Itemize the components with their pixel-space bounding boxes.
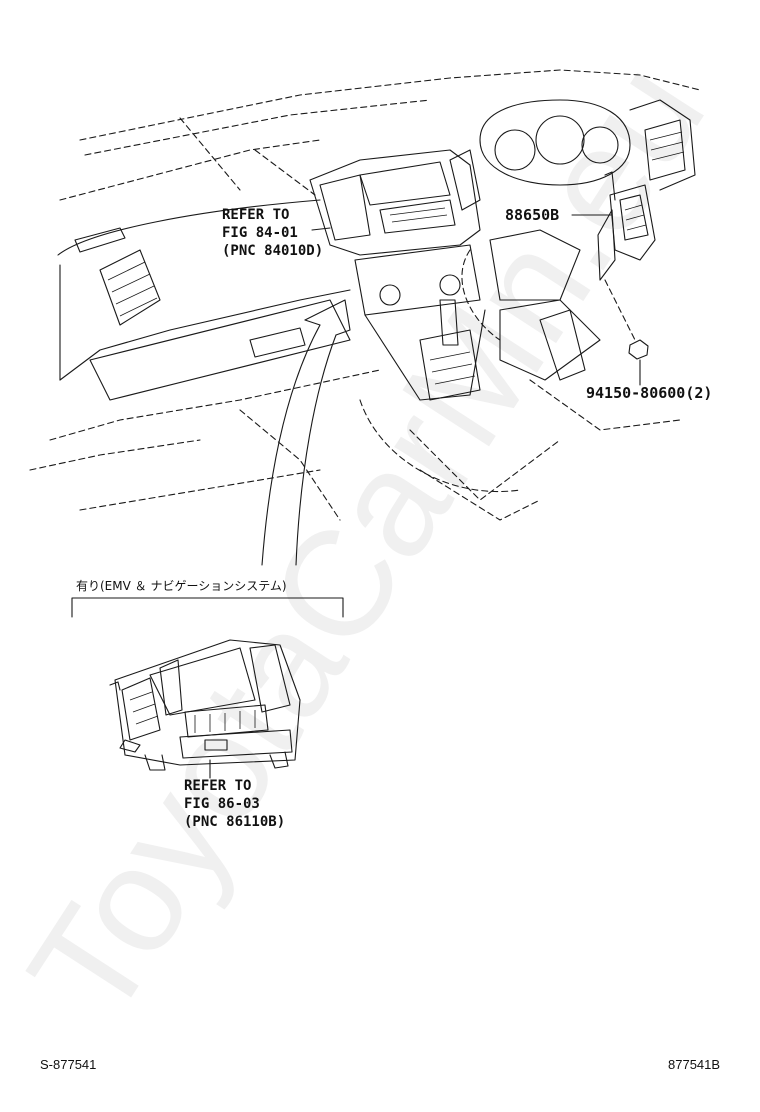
option-refer-line1: REFER TO (184, 778, 251, 794)
option-refer-line2: FIG 86-03 (184, 796, 260, 812)
main-refer-line3: (PNC 84010D) (222, 243, 323, 259)
watermark-text: ToyotaCarMn.eu (0, 33, 736, 1047)
main-refer-line1: REFER TO (222, 207, 289, 223)
dashboard-illustration (29, 69, 701, 521)
footer-left-code: S-877541 (40, 1057, 96, 1072)
option-center-panel (109, 639, 301, 779)
option-refer-line3: (PNC 86110B) (184, 814, 285, 830)
instrument-cluster (479, 99, 696, 191)
bracket-part (597, 171, 656, 281)
option-group: 有り(EMV ＆ ナビゲーションシステム) (71, 579, 344, 618)
main-refer-line2: FIG 84-01 (222, 225, 298, 241)
bracket-part-number: 88650B (505, 206, 559, 224)
nut-part-number: 94150-80600(2) (586, 384, 712, 402)
option-refer-callout: REFER TO FIG 86-03 (PNC 86110B) (184, 778, 285, 830)
main-refer-callout: REFER TO FIG 84-01 (PNC 84010D) (222, 207, 323, 259)
center-stack (309, 149, 486, 401)
nut-leader (604, 279, 636, 341)
footer-right-code: 877541B (668, 1057, 720, 1072)
main-callout-leader (311, 227, 331, 231)
option-bracket-line (71, 597, 344, 618)
nut-part (628, 339, 649, 360)
reference-arrow (261, 299, 351, 566)
left-air-vent (99, 249, 161, 326)
option-label: 有り(EMV ＆ ナビゲーションシステム) (76, 579, 287, 593)
